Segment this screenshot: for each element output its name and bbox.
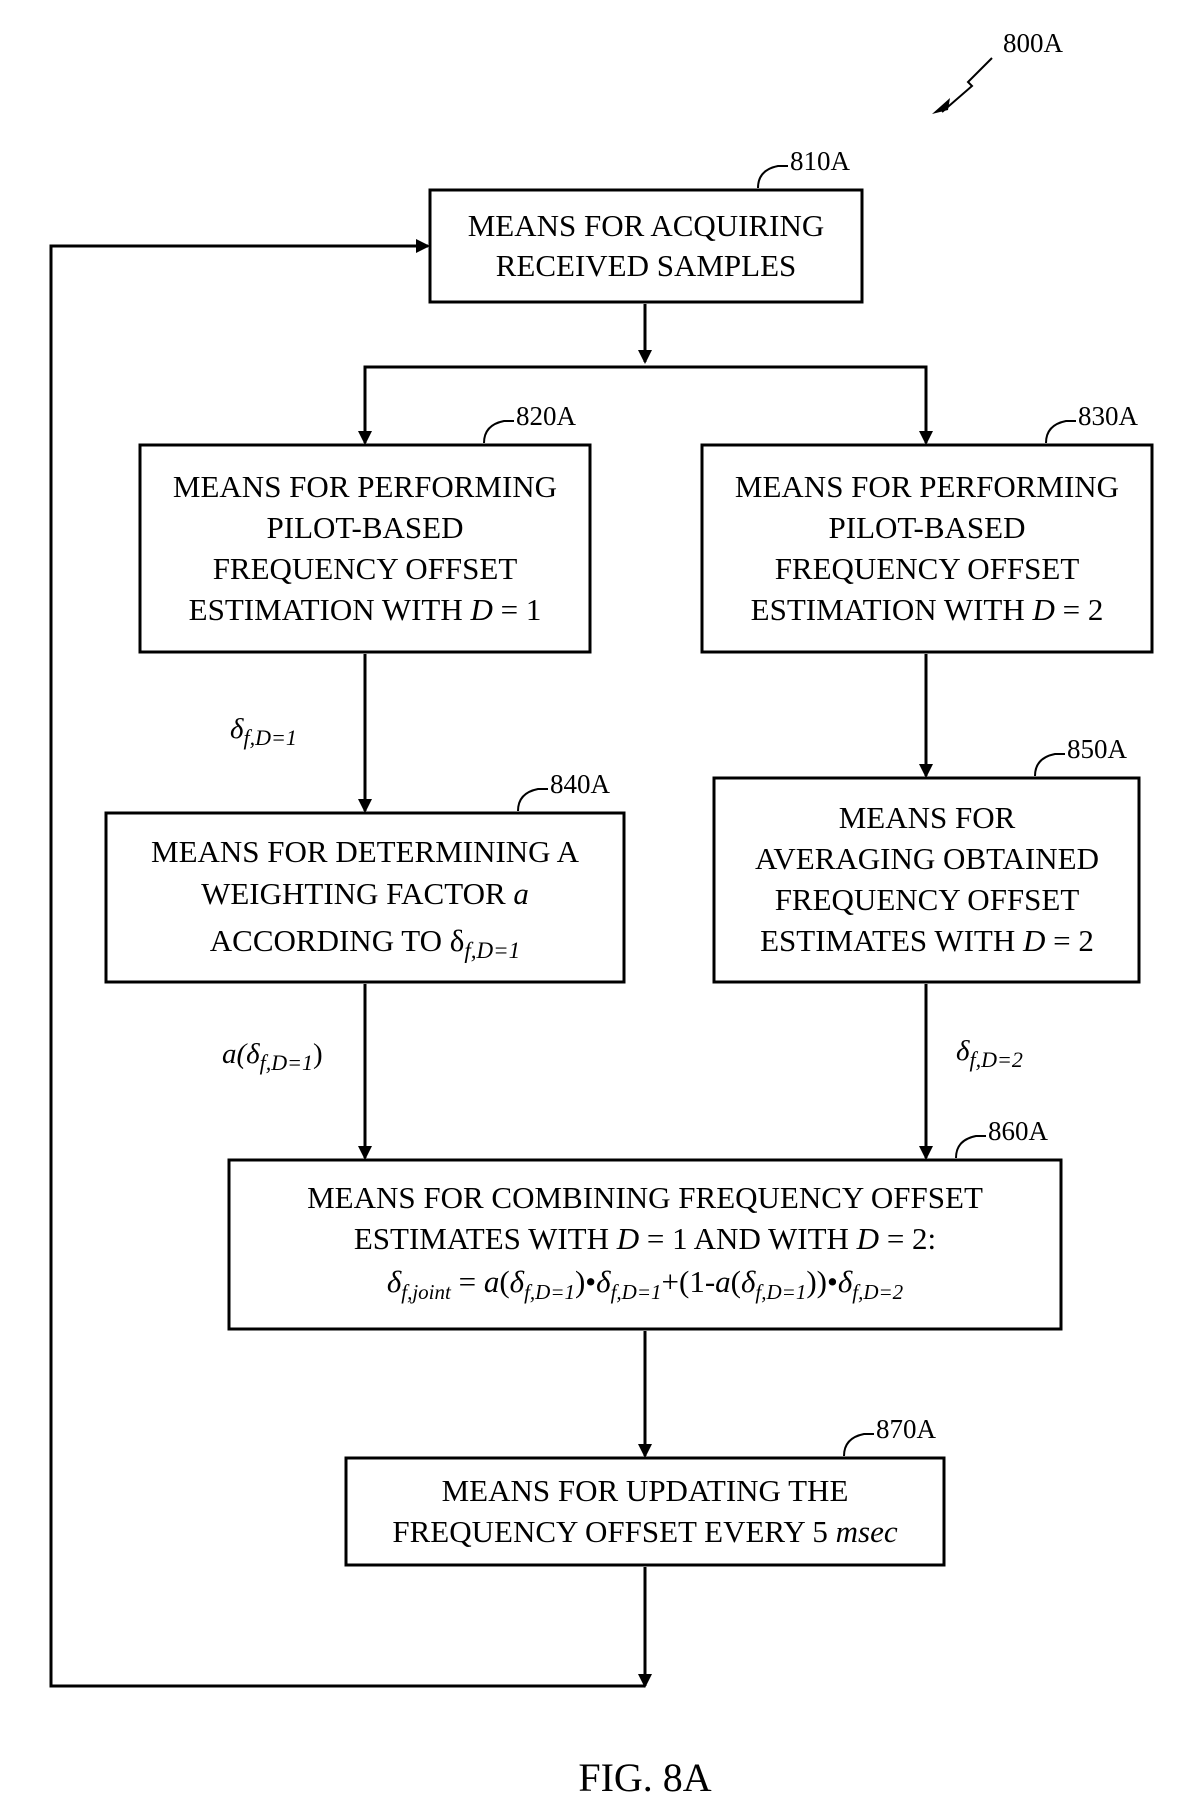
figure-ref-label: 800A bbox=[1003, 28, 1064, 58]
box-810a: MEANS FOR ACQUIRING RECEIVED SAMPLES 810… bbox=[428, 146, 864, 304]
box-810a-line1: MEANS FOR ACQUIRING bbox=[468, 208, 825, 243]
edge-label-840-860: a(δf,D=1) bbox=[222, 1038, 323, 1075]
ref-860a: 860A bbox=[988, 1116, 1049, 1146]
ref-leader-810a bbox=[757, 165, 788, 189]
ref-810a: 810A bbox=[790, 146, 851, 176]
split-line bbox=[363, 365, 928, 425]
ref-leader-830a bbox=[1045, 420, 1076, 444]
ref-leader-850a bbox=[1034, 753, 1065, 777]
box-850a-line3: FREQUENCY OFFSET bbox=[775, 882, 1080, 917]
box-810a-line2: RECEIVED SAMPLES bbox=[496, 248, 797, 283]
box-850a-line1: MEANS FOR bbox=[839, 800, 1016, 835]
ref-leader-860a bbox=[955, 1135, 986, 1159]
box-840a-line3: ACCORDING TO δf,D=1 bbox=[210, 923, 520, 963]
figure-caption: FIG. 8A bbox=[578, 1755, 711, 1800]
edge-label-850-860: δf,D=2 bbox=[956, 1035, 1023, 1072]
lightning-arrow-icon bbox=[941, 57, 993, 113]
box-870a-line1: MEANS FOR UPDATING THE bbox=[442, 1473, 849, 1508]
connectors bbox=[49, 239, 933, 1688]
box-820a: MEANS FOR PERFORMING PILOT-BASED FREQUEN… bbox=[138, 401, 592, 654]
box-850a-line4: ESTIMATES WITH D = 2 bbox=[760, 923, 1094, 958]
box-820a-line2: PILOT-BASED bbox=[267, 510, 464, 545]
box-870a: MEANS FOR UPDATING THE FREQUENCY OFFSET … bbox=[344, 1414, 946, 1567]
box-840a-line1: MEANS FOR DETERMINING A bbox=[151, 834, 580, 869]
box-830a-line3: FREQUENCY OFFSET bbox=[775, 551, 1080, 586]
lightning-arrowhead-icon bbox=[932, 98, 950, 114]
box-820a-line1: MEANS FOR PERFORMING bbox=[173, 469, 557, 504]
box-840a-line2: WEIGHTING FACTOR a bbox=[201, 876, 529, 911]
box-850a: MEANS FOR AVERAGING OBTAINED FREQUENCY O… bbox=[712, 734, 1141, 984]
ref-870a: 870A bbox=[876, 1414, 937, 1444]
box-830a: MEANS FOR PERFORMING PILOT-BASED FREQUEN… bbox=[700, 401, 1154, 654]
box-860a-line1: MEANS FOR COMBINING FREQUENCY OFFSET bbox=[307, 1180, 983, 1215]
ref-820a: 820A bbox=[516, 401, 577, 431]
box-850a-line2: AVERAGING OBTAINED bbox=[755, 841, 1099, 876]
box-820a-line4: ESTIMATION WITH D = 1 bbox=[189, 592, 542, 627]
box-830a-line4: ESTIMATION WITH D = 2 bbox=[751, 592, 1104, 627]
box-840a: MEANS FOR DETERMINING A WEIGHTING FACTOR… bbox=[104, 769, 626, 984]
box-860a-formula: δf,joint = a(δf,D=1)•δf,D=1+(1-a(δf,D=1)… bbox=[387, 1264, 904, 1304]
ref-850a: 850A bbox=[1067, 734, 1128, 764]
ref-leader-840a bbox=[517, 788, 548, 812]
feedback-loop-arrow bbox=[49, 239, 645, 1688]
box-860a-line2: ESTIMATES WITH D = 1 AND WITH D = 2: bbox=[354, 1221, 936, 1256]
ref-leader-820a bbox=[483, 420, 514, 444]
box-830a-line2: PILOT-BASED bbox=[829, 510, 1026, 545]
box-870a-line2: FREQUENCY OFFSET EVERY 5 msec bbox=[392, 1514, 897, 1549]
box-860a: MEANS FOR COMBINING FREQUENCY OFFSET EST… bbox=[227, 1116, 1063, 1331]
ref-830a: 830A bbox=[1078, 401, 1139, 431]
edge-label-820-840: δf,D=1 bbox=[230, 713, 297, 750]
ref-840a: 840A bbox=[550, 769, 611, 799]
box-820a-line3: FREQUENCY OFFSET bbox=[213, 551, 518, 586]
figure-ref-800a: 800A bbox=[932, 28, 1064, 114]
ref-leader-870a bbox=[843, 1433, 874, 1457]
box-830a-line1: MEANS FOR PERFORMING bbox=[735, 469, 1119, 504]
